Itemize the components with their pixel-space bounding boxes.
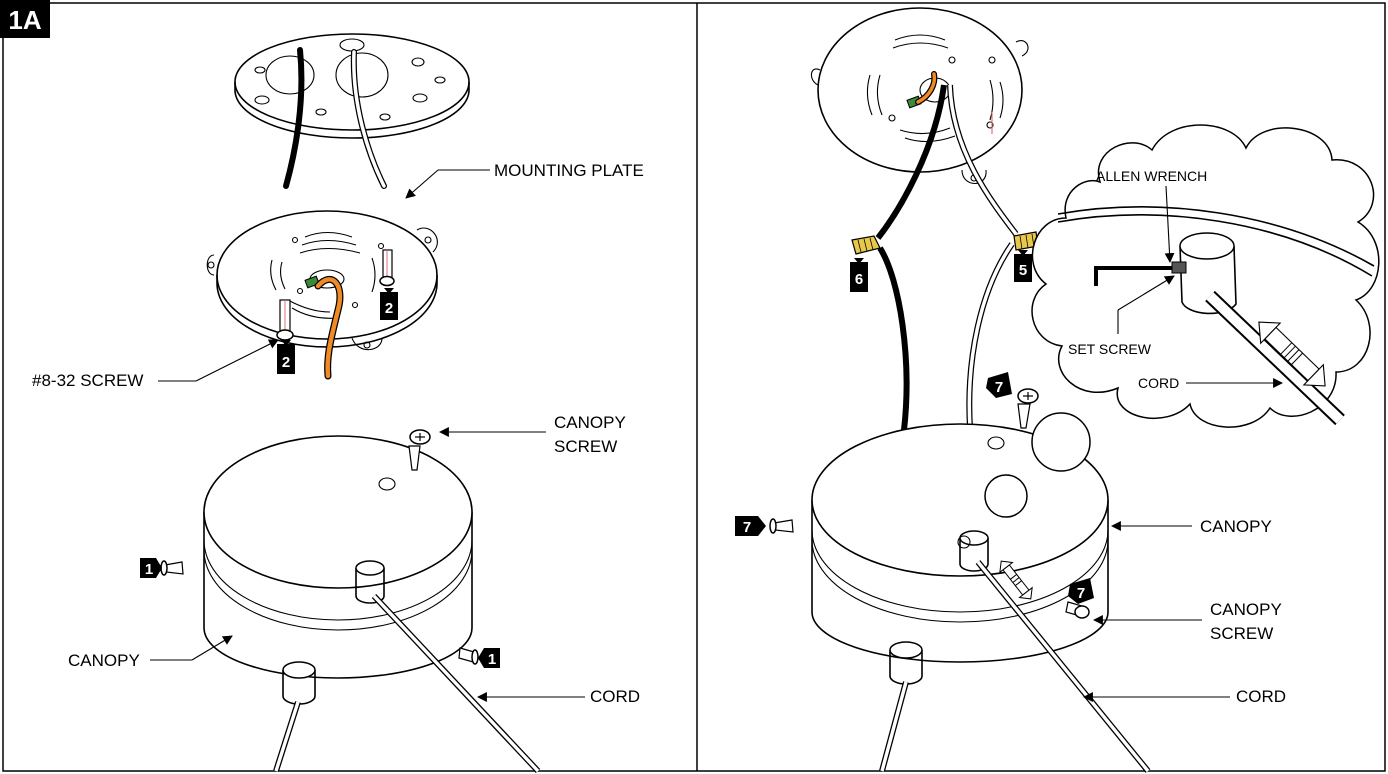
step-badge-canopy-screw-left: 1 — [140, 558, 162, 578]
installed-mounting-plate — [810, 7, 1029, 185]
screw-label: #8-32 SCREW — [32, 371, 143, 390]
canopy-screw-label-right-line1: CANOPY — [1210, 600, 1282, 619]
plate-screw-left — [276, 299, 294, 341]
cord-label-right: CORD — [1236, 687, 1286, 706]
canopy-screw-side-right — [458, 647, 479, 665]
step-badge-plate-screw-right: 2 — [380, 288, 398, 320]
canopy-screw-side-left — [160, 560, 184, 576]
step-badge-canopy-screw-left-panel: 7 — [735, 516, 766, 536]
svg-text:2: 2 — [385, 300, 393, 317]
left-panel: 2 2 MOUNTING PLATE #8-32 SCREW — [32, 33, 644, 774]
mounting-plate-label: MOUNTING PLATE — [494, 161, 644, 180]
canopy-label-right: CANOPY — [1200, 517, 1272, 536]
step-badge-canopy-screw-right: 1 — [478, 648, 500, 668]
canopy-installed — [811, 412, 1109, 685]
canopy-label-left: CANOPY — [68, 651, 140, 670]
canopy-screw-label-right-line2: SCREW — [1210, 624, 1273, 643]
canopy-screw-top — [408, 429, 431, 471]
svg-text:1: 1 — [145, 561, 153, 578]
cord-adjust-arrow-small — [999, 560, 1033, 600]
white-supply-wire — [947, 84, 1019, 236]
allen-wrench — [1094, 266, 1172, 286]
svg-text:6: 6 — [855, 271, 863, 288]
white-wire — [350, 49, 387, 189]
detail-callout — [1031, 124, 1380, 428]
canopy-screw-left-right-panel — [769, 518, 794, 534]
cord-label-left: CORD — [590, 687, 640, 706]
figure-tag: 1A — [0, 0, 50, 38]
canopy-screw-label-line2: SCREW — [554, 437, 617, 456]
step-badge-canopy-screw-right-panel: 7 — [1068, 578, 1094, 604]
svg-text:7: 7 — [743, 519, 751, 536]
step-badge-canopy-screw-top: 7 — [986, 372, 1012, 398]
svg-text:5: 5 — [1019, 262, 1027, 279]
svg-text:1A: 1A — [8, 5, 41, 35]
step-badge-white-wire: 5 — [1014, 250, 1032, 282]
canopy — [203, 435, 473, 705]
svg-text:2: 2 — [282, 354, 290, 371]
black-fixture-wire — [877, 246, 910, 431]
wire-nut-black — [851, 235, 881, 255]
canopy-screw-right-right-panel — [1065, 601, 1090, 619]
step-badge-plate-screw-left: 2 — [277, 340, 295, 374]
detail-cord-label: CORD — [1138, 375, 1179, 391]
svg-text:7: 7 — [995, 379, 1003, 396]
black-supply-wire — [875, 84, 947, 240]
outlet-box — [234, 33, 470, 139]
allen-wrench-label: ALLEN WRENCH — [1096, 168, 1207, 184]
svg-text:1: 1 — [488, 651, 496, 668]
black-wire — [283, 47, 305, 189]
canopy-screw-label-line1: CANOPY — [554, 413, 626, 432]
step-badge-black-wire: 6 — [850, 258, 868, 292]
set-screw-label: SET SCREW — [1068, 341, 1152, 357]
svg-text:7: 7 — [1077, 585, 1085, 602]
canopy-screw-top-right — [1017, 388, 1039, 429]
right-panel: 6 5 — [735, 7, 1380, 773]
plate-screw-right — [379, 249, 395, 287]
